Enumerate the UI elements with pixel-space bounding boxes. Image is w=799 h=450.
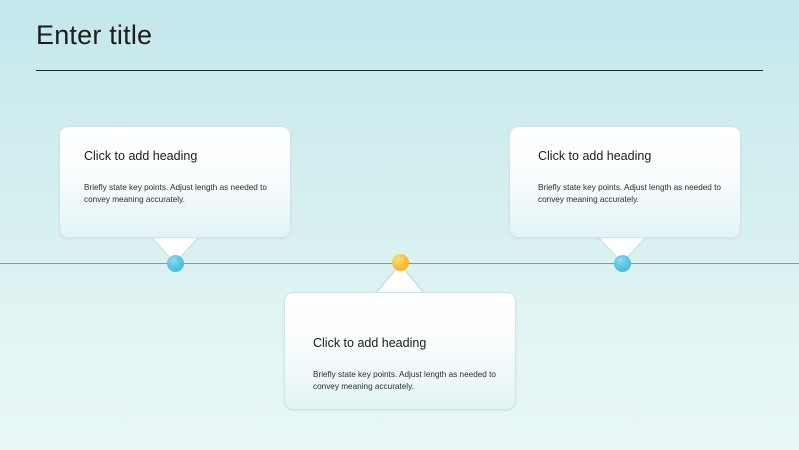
callout-heading-1[interactable]: Click to add heading: [84, 149, 198, 163]
callout-heading-3[interactable]: Click to add heading: [538, 149, 652, 163]
milestone-dot-3[interactable]: [614, 255, 631, 272]
callout-box-2[interactable]: Click to add heading Briefly state key p…: [284, 292, 516, 410]
callout-box-3[interactable]: Click to add heading Briefly state key p…: [509, 126, 741, 238]
title-underline-rule: [36, 70, 763, 71]
milestone-dot-2[interactable]: [392, 254, 409, 271]
callout-body-1[interactable]: Briefly state key points. Adjust length …: [84, 183, 267, 204]
callout-box-1[interactable]: Click to add heading Briefly state key p…: [59, 126, 291, 238]
callout-heading-2[interactable]: Click to add heading: [313, 336, 427, 350]
callout-body-2[interactable]: Briefly state key points. Adjust length …: [313, 370, 496, 391]
milestone-dot-1[interactable]: [167, 255, 184, 272]
title-placeholder[interactable]: Enter title: [36, 18, 763, 52]
page-title[interactable]: Enter title: [36, 20, 153, 50]
callout-body-3[interactable]: Briefly state key points. Adjust length …: [538, 183, 721, 204]
